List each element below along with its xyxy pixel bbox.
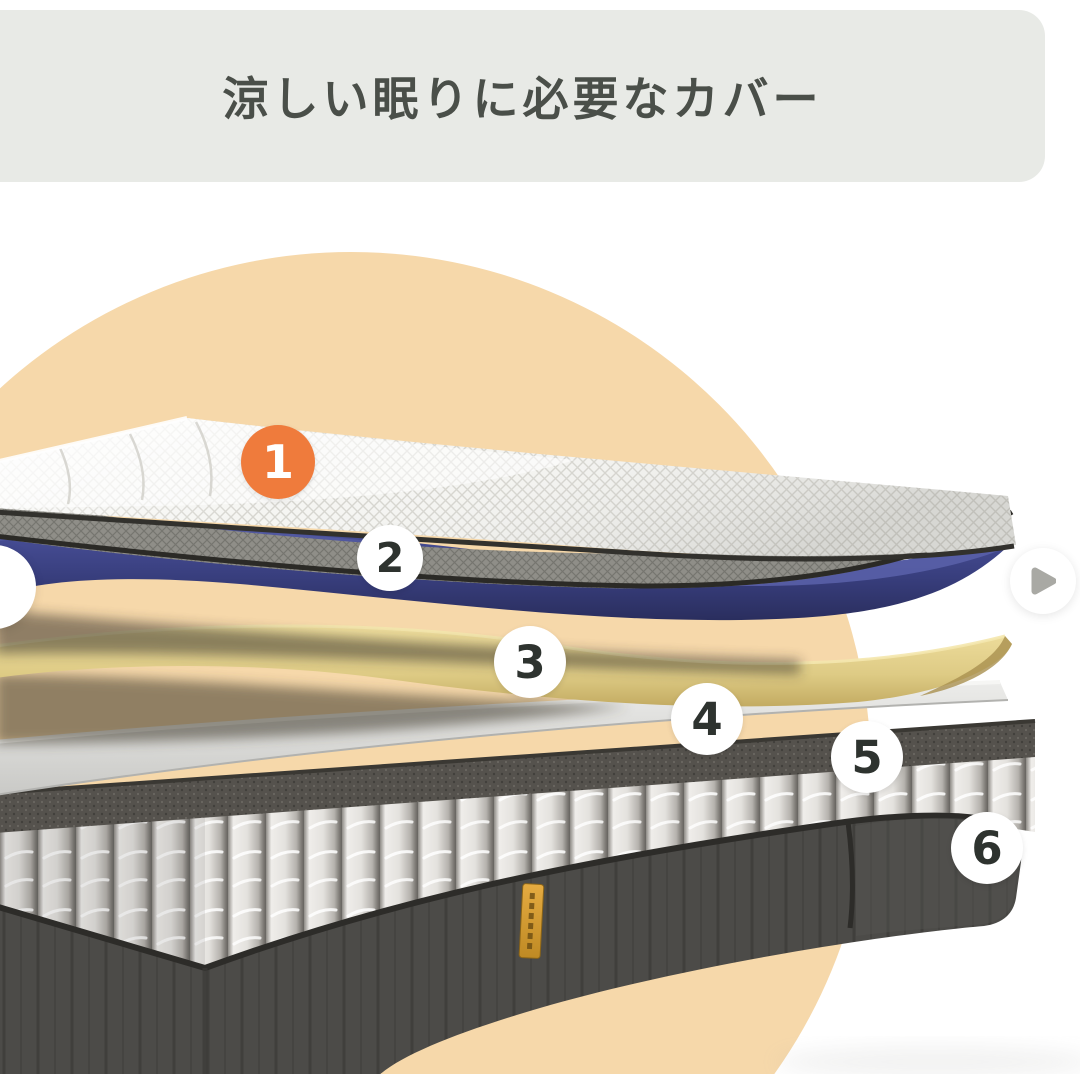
layer-badge-2: 2 [357, 525, 423, 591]
layer-badge-5: 5 [831, 721, 903, 793]
layer-badge-1: 1 [241, 425, 315, 499]
carousel-next-button[interactable] [1010, 548, 1076, 614]
layer-badge-4: 4 [671, 683, 743, 755]
brand-tag [518, 883, 545, 959]
play-icon [1031, 567, 1056, 595]
layer-badge-3: 3 [494, 626, 566, 698]
layer-badge-6: 6 [951, 812, 1023, 884]
title-banner: 涼しい眠りに必要なカバー [0, 10, 1045, 182]
slide-title: 涼しい眠りに必要なカバー [222, 72, 823, 126]
